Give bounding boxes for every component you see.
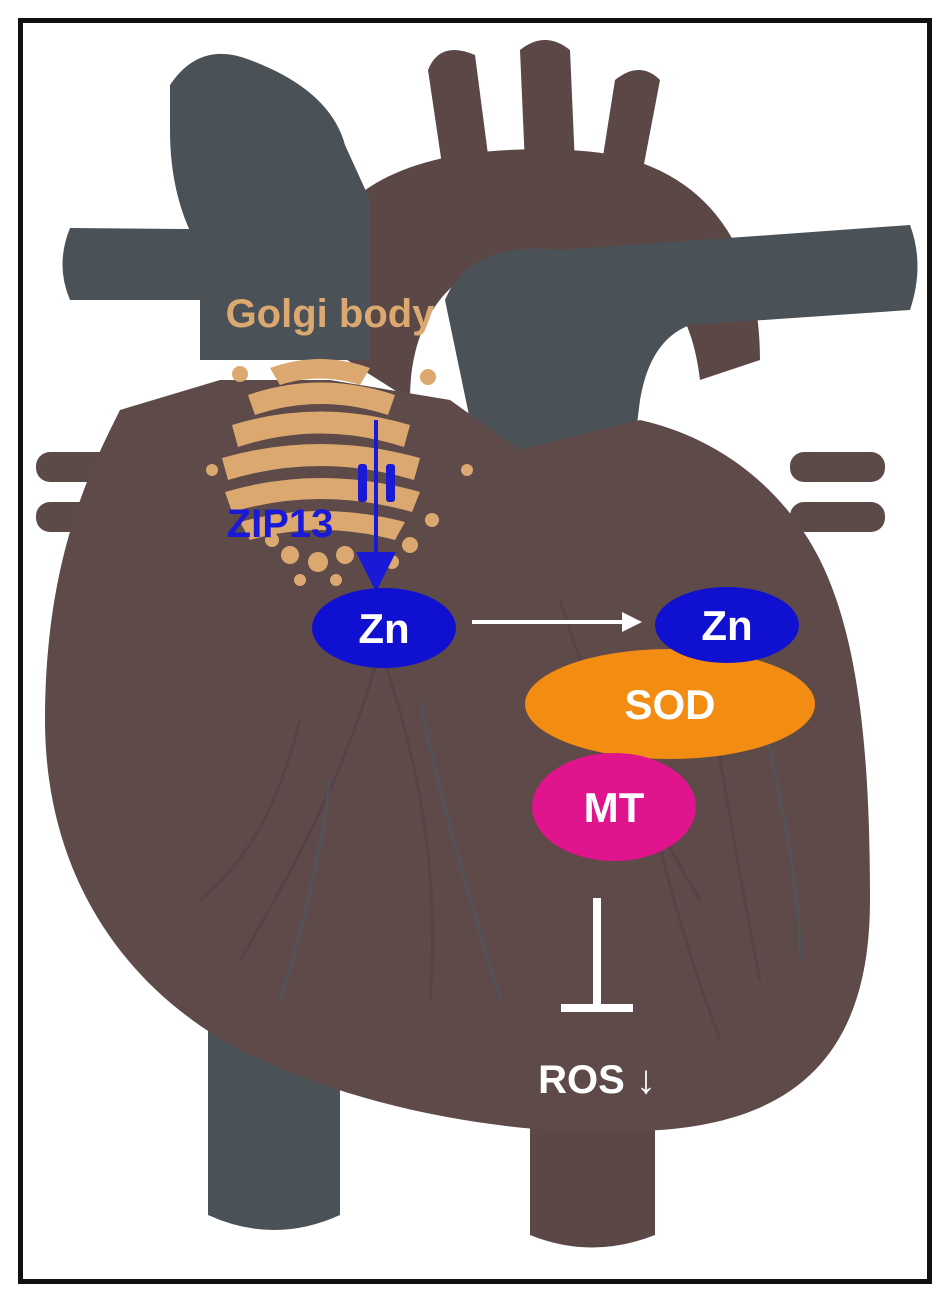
mt-label: MT bbox=[584, 784, 645, 831]
zip13-label: ZIP13 bbox=[227, 502, 334, 546]
zip13-transporter-icon bbox=[358, 464, 395, 502]
zinc-transfer-arrowhead bbox=[622, 612, 642, 632]
arch-branches bbox=[428, 40, 660, 185]
sod-label: SOD bbox=[624, 681, 715, 728]
aortic-arch bbox=[300, 149, 760, 400]
zinc-source-label: Zn bbox=[358, 605, 409, 652]
sod-node bbox=[525, 649, 815, 759]
zinc-target-label: Zn bbox=[701, 602, 752, 649]
golgi-label: Golgi body bbox=[226, 292, 436, 336]
heart-body bbox=[45, 380, 870, 1132]
mt-node bbox=[532, 753, 696, 861]
pulmonary-artery bbox=[62, 212, 370, 300]
golgi-body bbox=[206, 359, 473, 586]
zinc-target-node bbox=[655, 587, 799, 663]
zinc-source-node bbox=[312, 588, 456, 668]
ros-label: ROS ↓ bbox=[538, 1058, 656, 1102]
